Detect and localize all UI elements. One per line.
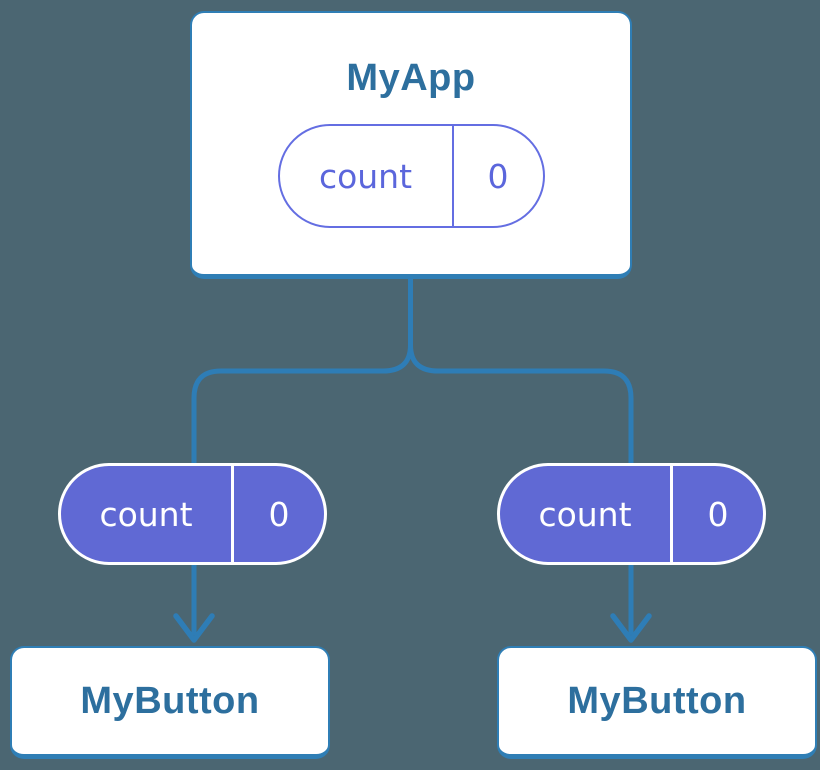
prop-pill-label: count [61, 466, 234, 562]
prop-pill-left: count 0 [58, 463, 327, 565]
component-title: MyButton [80, 679, 260, 722]
connector-branch-left [191, 344, 413, 635]
component-card-mybutton-right: MyButton [497, 646, 817, 759]
prop-pill-value: 0 [707, 494, 729, 534]
component-title: MyButton [567, 679, 747, 722]
state-pill-label: count [280, 126, 454, 226]
component-card-myapp: MyApp count 0 [190, 11, 632, 279]
prop-pill-label: count [500, 466, 673, 562]
arrowhead-right [610, 613, 652, 643]
component-title: MyApp [346, 57, 476, 99]
component-card-mybutton-left: MyButton [10, 646, 330, 759]
arrowhead-left [173, 613, 215, 643]
prop-pill-right: count 0 [497, 463, 766, 565]
connector-branch-right [408, 344, 634, 635]
state-pill-value: 0 [487, 156, 509, 196]
prop-pill-value: 0 [268, 494, 290, 534]
state-pill: count 0 [277, 124, 545, 228]
